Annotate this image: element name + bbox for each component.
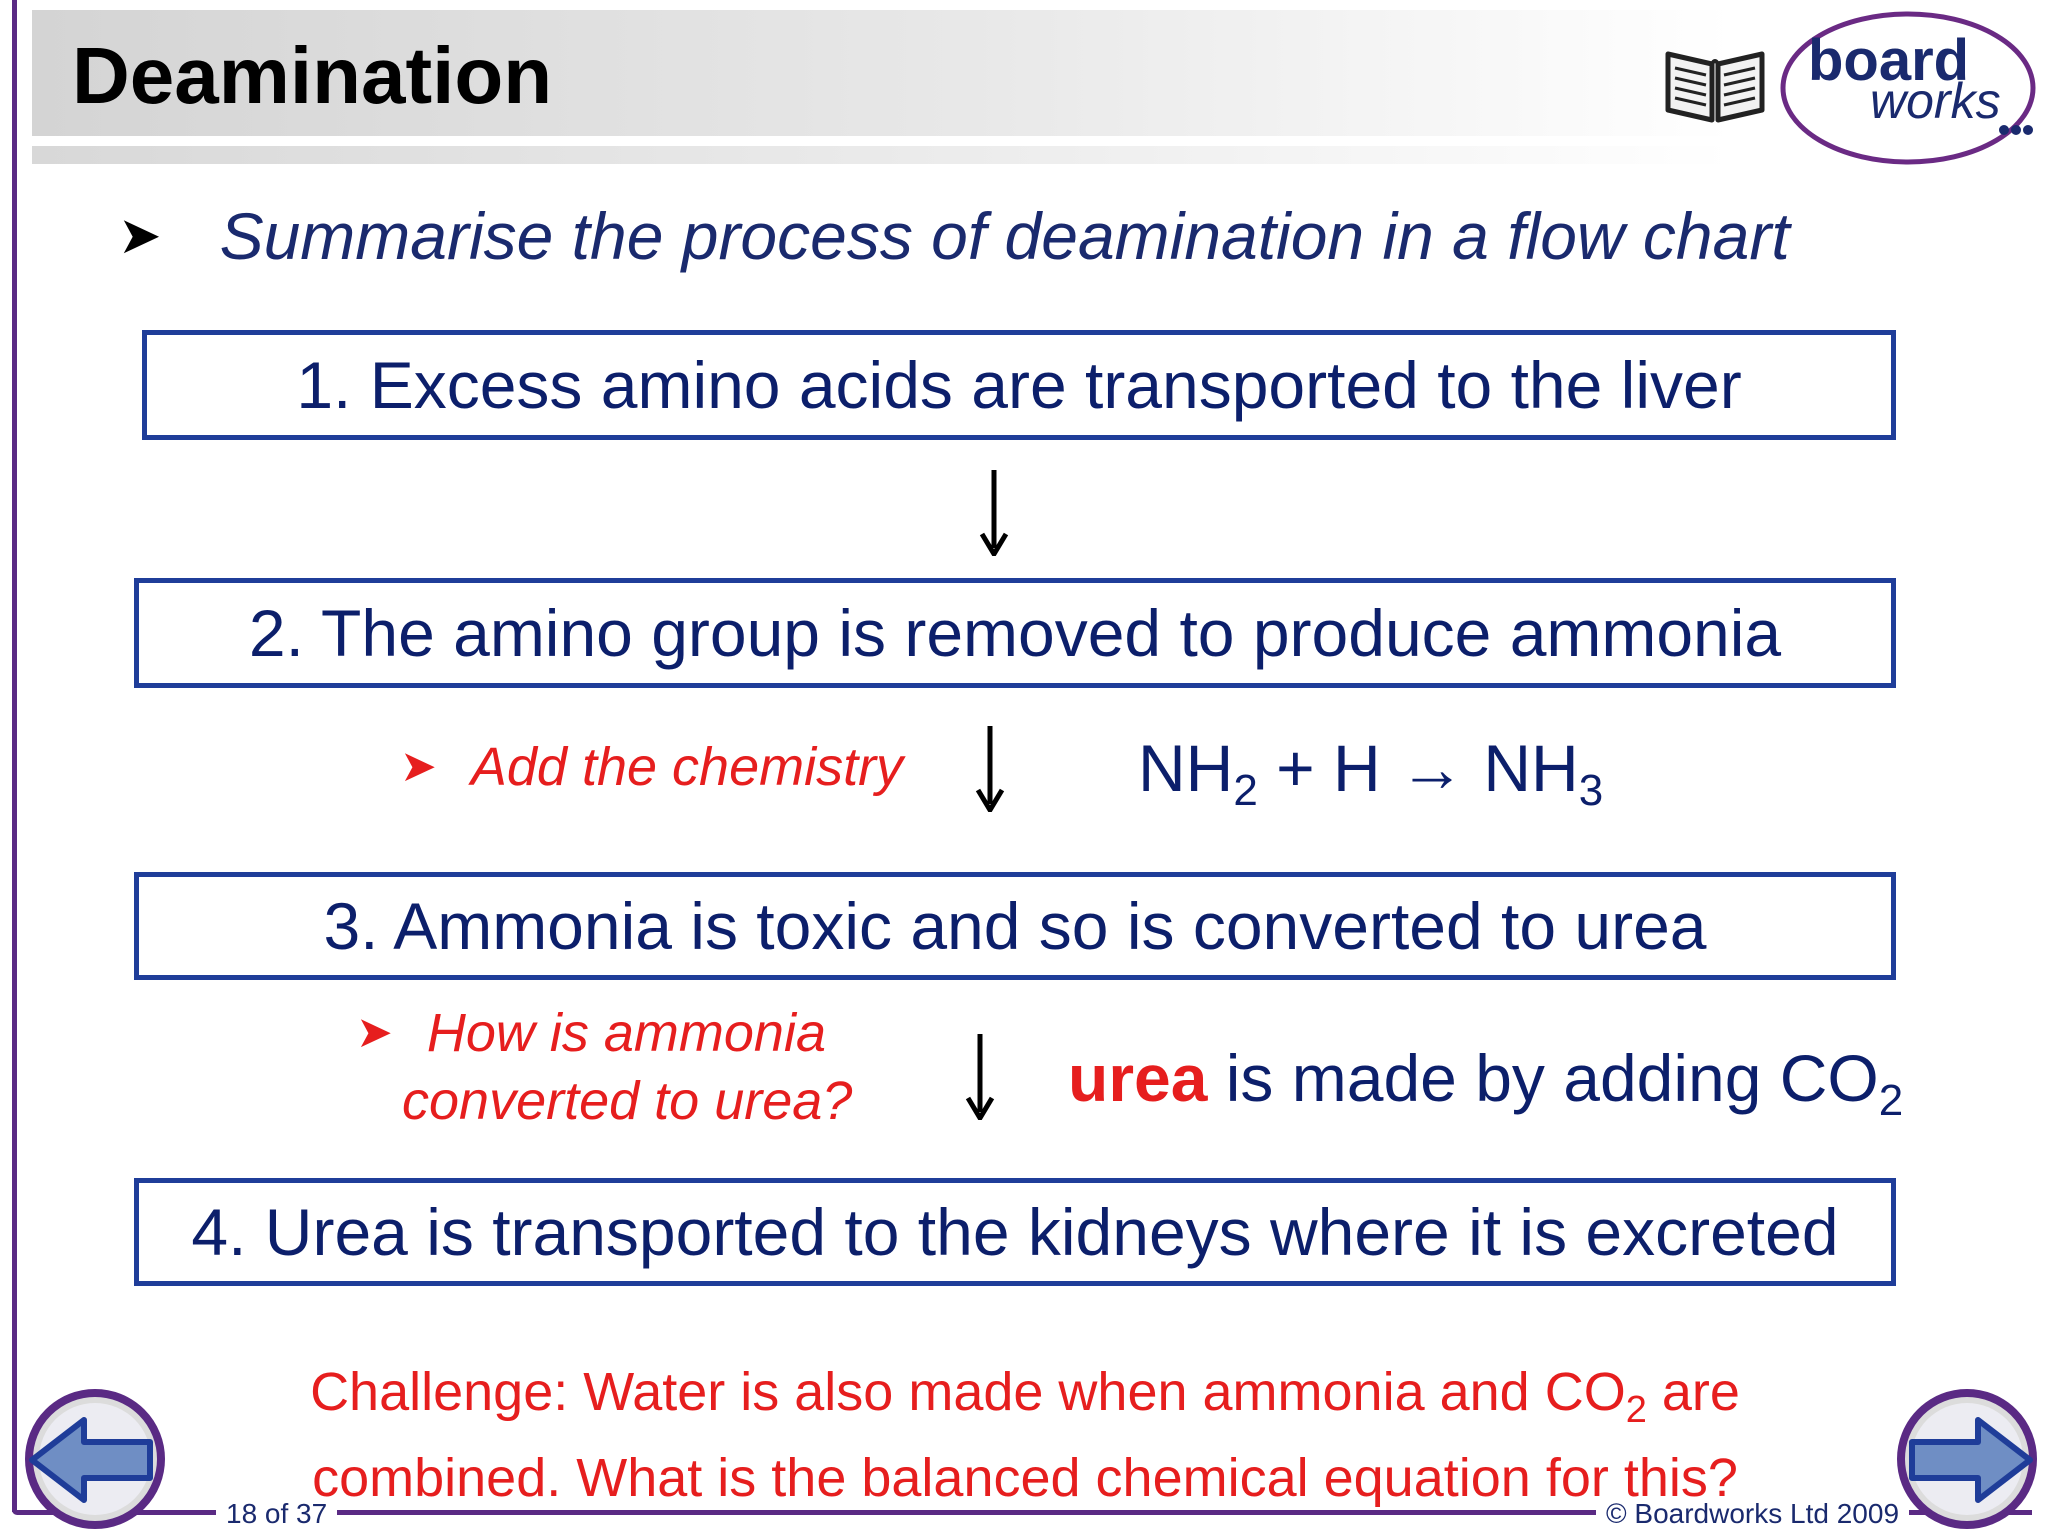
flow-step-1: 1. Excess amino acids are transported to… bbox=[142, 330, 1896, 440]
prompt-chemistry-text: Add the chemistry bbox=[470, 737, 904, 797]
down-arrow-icon bbox=[979, 470, 1009, 556]
challenge-line2: combined. What is the balanced chemical … bbox=[312, 1447, 1738, 1508]
previous-slide-button[interactable] bbox=[20, 1384, 170, 1534]
down-arrow-icon bbox=[975, 726, 1005, 812]
page-number: 18 of 37 bbox=[216, 1498, 338, 1530]
down-arrow-icon bbox=[965, 1034, 995, 1120]
title-band bbox=[32, 10, 1732, 136]
prompt-urea-line1: How is ammonia bbox=[426, 1003, 826, 1063]
objective-bullet: ➤ Summarise the process of deamination in… bbox=[118, 198, 1790, 274]
arrow-right-icon bbox=[1909, 1417, 2033, 1503]
boardworks-logo: board works bbox=[1780, 11, 2036, 165]
challenge-text: Challenge: Water is also made when ammon… bbox=[250, 1358, 1800, 1512]
ammonia-equation: NH2 + H → NH3 bbox=[1138, 731, 1604, 816]
bullet-arrow-icon: ➤ bbox=[118, 207, 162, 265]
prompt-add-chemistry: ➤ Add the chemistry bbox=[400, 736, 903, 798]
prompt-urea-question: ➤ How is ammonia bbox=[356, 1002, 826, 1064]
bullet-arrow-icon: ➤ bbox=[400, 742, 437, 791]
slide-title: Deamination bbox=[72, 31, 553, 120]
challenge-line1: Challenge: Water is also made when ammon… bbox=[310, 1362, 1740, 1431]
flow-step-4: 4. Urea is transported to the kidneys wh… bbox=[134, 1178, 1896, 1286]
open-book-icon bbox=[1665, 51, 1765, 123]
objective-text: Summarise the process of deamination in … bbox=[219, 199, 1790, 273]
flow-step-2: 2. The amino group is removed to produce… bbox=[134, 578, 1896, 688]
title-band-shadow bbox=[32, 146, 1732, 164]
next-slide-button[interactable] bbox=[1892, 1384, 2042, 1534]
arrow-left-icon bbox=[29, 1417, 153, 1503]
copyright-notice: © Boardworks Ltd 2009 bbox=[1596, 1498, 1910, 1530]
svg-text:board: board bbox=[1808, 28, 1969, 93]
bullet-arrow-icon: ➤ bbox=[356, 1008, 393, 1057]
prompt-urea-line2: converted to urea? bbox=[402, 1071, 853, 1131]
flow-step-3: 3. Ammonia is toxic and so is converted … bbox=[134, 872, 1896, 980]
svg-text:works: works bbox=[1870, 73, 2001, 129]
urea-keyword: urea bbox=[1068, 1041, 1208, 1115]
frame-left-border bbox=[12, 0, 17, 1512]
urea-answer: urea is made by adding CO2 bbox=[1068, 1041, 1904, 1126]
frame-bottom-border bbox=[12, 1510, 2032, 1515]
